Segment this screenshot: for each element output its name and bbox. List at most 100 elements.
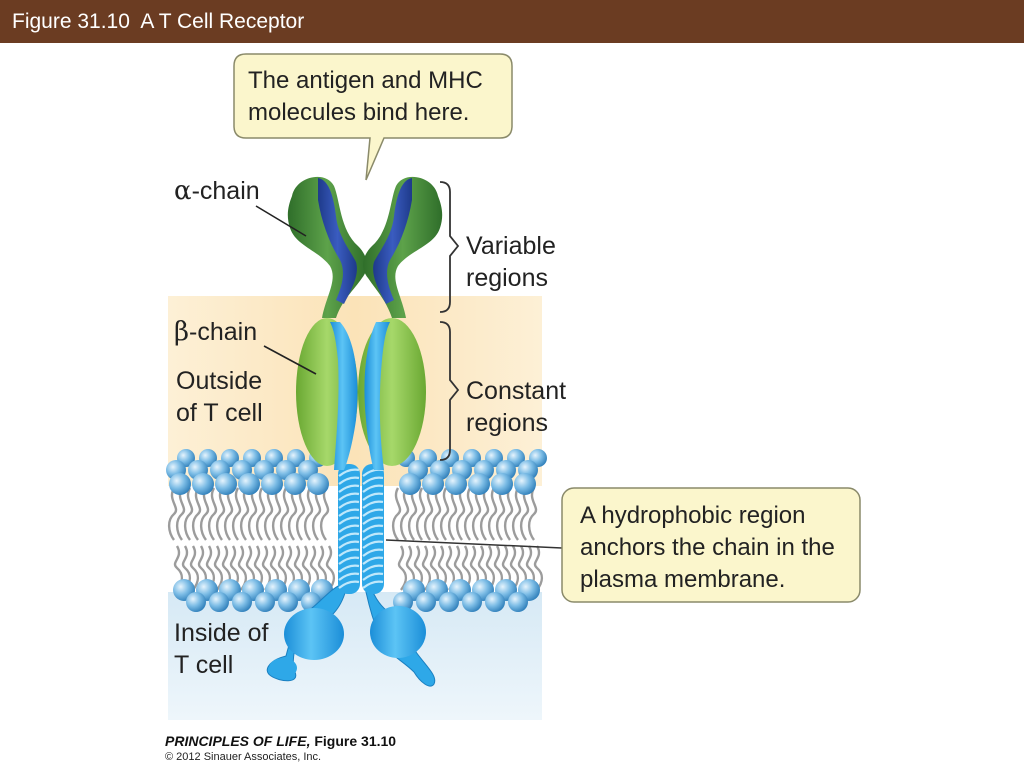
lipid-tail — [423, 487, 434, 541]
helix-turn — [338, 500, 360, 509]
lipid-tail — [503, 487, 514, 541]
constant-regions-bracket — [439, 321, 460, 461]
alpha-chain-label: α-chain — [174, 176, 260, 206]
alpha-chain-text: -chain — [192, 177, 260, 205]
lipid-tail — [199, 487, 210, 541]
lipid-tail — [509, 545, 520, 591]
title-bar: Figure 31.10 A T Cell Receptor — [0, 0, 1024, 43]
constant-regions-line2: regions — [466, 409, 548, 437]
lipid-tail — [533, 545, 544, 591]
inside-cell-region — [168, 592, 542, 720]
lipid-head — [422, 473, 444, 495]
lipid-tail — [431, 487, 442, 541]
beta-chain-text: -chain — [189, 318, 257, 346]
helix-turn — [338, 556, 360, 565]
helix-turn — [338, 532, 360, 541]
lipid-tail — [191, 487, 202, 541]
beta-chain-constant-domain — [296, 318, 358, 470]
lipid-tail — [301, 545, 312, 591]
lipid-tail — [439, 487, 450, 541]
lipid-tail — [287, 487, 298, 541]
hydrophobic-text-line1: A hydrophobic region — [580, 502, 806, 529]
lipid-tail — [295, 487, 306, 541]
hydrophobic-text-line2: anchors the chain in the — [580, 534, 835, 561]
lipid-tail — [279, 487, 290, 541]
helix-turn — [338, 564, 360, 573]
lipid-head — [307, 473, 329, 495]
beta-chain-label: β-chain — [174, 317, 257, 347]
variable-regions-line2: regions — [466, 264, 548, 292]
lipid-head — [485, 592, 505, 612]
lipid-head — [192, 473, 214, 495]
lipid-tail — [311, 487, 322, 541]
helix-turn — [362, 532, 384, 541]
helix-turn — [362, 556, 384, 565]
lipid-tail — [519, 487, 530, 541]
credit-book-name: PRINCIPLES OF LIFE, — [165, 733, 311, 749]
lipid-tail — [455, 487, 466, 541]
lipid-tail — [215, 487, 226, 541]
helix-turn — [362, 500, 384, 509]
lipid-head — [169, 473, 191, 495]
lipid-tail — [479, 487, 490, 541]
variable-regions-line1: Variable — [466, 232, 556, 260]
credit-book-title: PRINCIPLES OF LIFE, Figure 31.10 — [165, 733, 396, 749]
lipid-heads — [166, 449, 547, 612]
lipid-head — [508, 592, 528, 612]
lipid-tail — [207, 487, 218, 541]
lipid-tail — [189, 545, 200, 591]
constant-regions-line1: Constant — [466, 377, 566, 405]
alpha-chain-leader — [255, 205, 307, 237]
lipid-tail — [319, 487, 330, 541]
variable-regions-bracket — [439, 181, 460, 313]
lipid-head — [261, 473, 283, 495]
binding-site-text-line1: The antigen and MHC — [248, 67, 483, 94]
helix-turn — [338, 572, 360, 581]
lipid-tail — [461, 545, 472, 591]
lipid-head — [399, 473, 421, 495]
binding-site-text-line2: molecules bind here. — [248, 99, 469, 126]
credit-figure-ref: Figure 31.10 — [314, 733, 397, 749]
lipid-tail — [183, 487, 194, 541]
credit-copyright: © 2012 Sinauer Associates, Inc. — [165, 751, 322, 763]
inside-label-line1: Inside of — [174, 619, 269, 647]
lipid-tail — [303, 487, 314, 541]
beta-chain-leader — [263, 345, 317, 375]
hydrophobic-callout: A hydrophobic region anchors the chain i… — [385, 487, 861, 603]
lipid-tail — [325, 545, 336, 591]
helix-turn — [338, 508, 360, 517]
helix-turn — [362, 484, 384, 493]
helix-turn — [338, 484, 360, 493]
lipid-head — [439, 592, 459, 612]
outside-label-line1: Outside — [176, 367, 262, 395]
helix-turn — [362, 580, 384, 589]
alpha-chain-variable-domain — [287, 176, 367, 318]
lipid-head — [468, 473, 490, 495]
lipid-tail — [255, 487, 266, 541]
helix-turn — [362, 508, 384, 517]
cytoplasmic-tail-right — [365, 589, 436, 687]
helix-turn — [338, 468, 360, 477]
helix-turn — [362, 572, 384, 581]
lipid-tail — [415, 487, 426, 541]
helix-turn — [362, 540, 384, 549]
lipid-head — [255, 592, 275, 612]
helix-turn — [338, 492, 360, 501]
lipid-tail — [447, 487, 458, 541]
beta-chain-variable-domain — [363, 176, 443, 318]
lipid-head — [462, 592, 482, 612]
lipid-head — [514, 473, 536, 495]
lipid-tail — [263, 487, 274, 541]
lipid-tail — [167, 487, 178, 541]
helix-turn — [338, 580, 360, 589]
helix-turn — [362, 524, 384, 533]
lipid-tail — [407, 487, 418, 541]
lipid-head — [278, 592, 298, 612]
lipid-head — [284, 473, 306, 495]
alpha-chain-constant-domain — [358, 318, 426, 470]
helix-turn — [362, 548, 384, 557]
outside-label-line2: of T cell — [176, 399, 263, 427]
lipid-tail — [277, 545, 288, 591]
helix-turn — [338, 516, 360, 525]
